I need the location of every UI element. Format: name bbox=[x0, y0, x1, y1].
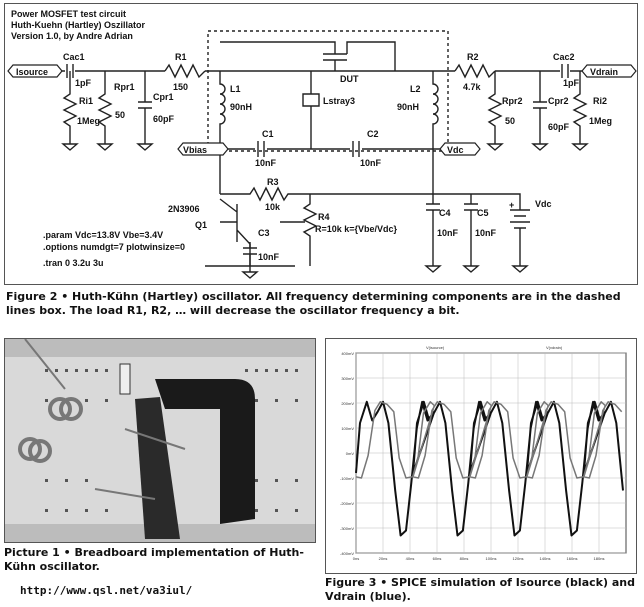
l1-label: L1 bbox=[230, 84, 241, 94]
cpr2-label: Cpr2 bbox=[548, 96, 569, 106]
r4-value: R=10k k={Vbe/Vdc} bbox=[315, 224, 398, 234]
series-line-vdrain bbox=[355, 401, 623, 479]
rpr1-label: Rpr1 bbox=[114, 82, 135, 92]
y-tick-label: 0mV bbox=[346, 451, 355, 456]
c5-value: 10nF bbox=[475, 228, 497, 238]
x-tick-label: 0ns bbox=[353, 556, 359, 561]
l1-value: 90nH bbox=[230, 102, 252, 112]
x-tick-label: 80ns bbox=[460, 556, 469, 561]
c2-value: 10nF bbox=[360, 158, 382, 168]
y-tick-label: 300mV bbox=[341, 376, 354, 381]
heatsink bbox=[155, 379, 255, 524]
legend-entry: V(vdrain) bbox=[546, 345, 563, 350]
ri2-label: Ri2 bbox=[593, 96, 607, 106]
cac2-label: Cac2 bbox=[553, 52, 575, 62]
vdc-plus: + bbox=[509, 200, 514, 210]
c3-label: C3 bbox=[258, 228, 270, 238]
x-tick-label: 20ns bbox=[379, 556, 388, 561]
x-tick-label: 60ns bbox=[433, 556, 442, 561]
vbias-label: Vbias bbox=[183, 145, 207, 155]
r1-label: R1 bbox=[175, 52, 187, 62]
r2-label: R2 bbox=[467, 52, 479, 62]
y-tick-label: 100mV bbox=[341, 426, 354, 431]
rpr1-value: 50 bbox=[115, 110, 125, 120]
vdrain-label: Vdrain bbox=[590, 67, 618, 77]
c2-label: C2 bbox=[367, 129, 379, 139]
header-line-3: Version 1.0, by Andre Adrian bbox=[11, 31, 133, 41]
legend-entry: V(isource) bbox=[426, 345, 445, 350]
l2-value: 90nH bbox=[397, 102, 419, 112]
c4-value: 10nF bbox=[437, 228, 459, 238]
series-line-isource bbox=[355, 400, 624, 537]
y-tick-label: 200mV bbox=[341, 401, 354, 406]
c1-value: 10nF bbox=[255, 158, 277, 168]
r4-label: R4 bbox=[318, 212, 330, 222]
ri1-value: 1Meg bbox=[77, 116, 100, 126]
cac2-value: 1pF bbox=[563, 78, 580, 88]
r3-value: 10k bbox=[265, 202, 281, 212]
cpr1-value: 60pF bbox=[153, 114, 175, 124]
rpr2-value: 50 bbox=[505, 116, 515, 126]
r1-value: 150 bbox=[173, 82, 188, 92]
schematic-svg: Power MOSFET test circuit Huth-Kuehn (Ha… bbox=[7, 9, 637, 279]
schematic-figure: Power MOSFET test circuit Huth-Kuehn (Ha… bbox=[4, 3, 638, 285]
y-tick-label: -200mV bbox=[340, 501, 354, 506]
q1-label: Q1 bbox=[195, 220, 207, 230]
x-tick-label: 140ns bbox=[540, 556, 551, 561]
y-tick-label: -300mV bbox=[340, 526, 354, 531]
c3-value: 10nF bbox=[258, 252, 280, 262]
header-line-2: Huth-Kuehn (Hartley) Oszillator bbox=[11, 20, 146, 30]
picture-1-caption: Picture 1 • Breadboard implementation of… bbox=[4, 546, 304, 573]
y-tick-label: -100mV bbox=[340, 476, 354, 481]
figure-3-caption: Figure 3 • SPICE simulation of Isource (… bbox=[325, 576, 635, 603]
figure-2-caption: Figure 2 • Huth-Kühn (Hartley) oscillato… bbox=[6, 290, 621, 317]
rpr2-label: Rpr2 bbox=[502, 96, 523, 106]
directive-param: .param Vdc=13.8V Vbe=3.4V bbox=[43, 230, 163, 240]
r2-value: 4.7k bbox=[463, 82, 482, 92]
x-tick-label: 100ns bbox=[486, 556, 497, 561]
q1-type: 2N3906 bbox=[168, 204, 200, 214]
x-tick-label: 40ns bbox=[406, 556, 415, 561]
isource-port bbox=[7, 64, 63, 78]
y-tick-label: 400mV bbox=[341, 351, 354, 356]
vdc-port-label: Vdc bbox=[447, 145, 464, 155]
l2-label: L2 bbox=[410, 84, 421, 94]
breadboard-photo-svg bbox=[5, 338, 315, 542]
x-tick-label: 120ns bbox=[513, 556, 524, 561]
directive-tran: .tran 0 3.2u 3u bbox=[43, 258, 104, 268]
isource-label: Isource bbox=[16, 67, 48, 77]
r3-label: R3 bbox=[267, 177, 279, 187]
lstray-label: Lstray3 bbox=[323, 96, 355, 106]
header-line-1: Power MOSFET test circuit bbox=[11, 9, 126, 19]
ri2-value: 1Meg bbox=[589, 116, 612, 126]
source-url[interactable]: http://www.qsl.net/va3iul/ bbox=[20, 584, 193, 597]
x-tick-label: 160ns bbox=[567, 556, 578, 561]
cpr2-value: 60pF bbox=[548, 122, 570, 132]
ri1-label: Ri1 bbox=[79, 96, 93, 106]
vdc-port bbox=[439, 142, 481, 156]
c1-label: C1 bbox=[262, 129, 274, 139]
dut-label: DUT bbox=[340, 74, 359, 84]
y-tick-label: -400mV bbox=[340, 551, 354, 556]
breadboard-photo bbox=[4, 338, 316, 543]
vdrain-port bbox=[581, 64, 637, 78]
directive-options: .options numdgt=7 plotwinsize=0 bbox=[43, 242, 185, 252]
c5-label: C5 bbox=[477, 208, 489, 218]
simulation-chart: 400mV 300mV 200mV 100mV 0mV -100mV -200mV -300m… bbox=[340, 345, 627, 561]
cac1-label: Cac1 bbox=[63, 52, 85, 62]
vdc-source-label: Vdc bbox=[535, 199, 552, 209]
cpr1-label: Cpr1 bbox=[153, 92, 174, 102]
x-tick-label: 180ns bbox=[594, 556, 605, 561]
c4-label: C4 bbox=[439, 208, 451, 218]
frequency-box bbox=[207, 30, 449, 152]
vbias-port bbox=[177, 142, 229, 156]
cac1-value: 1pF bbox=[75, 78, 92, 88]
spice-simulation-figure: 400mV 300mV 200mV 100mV 0mV -100mV -200mV -300m… bbox=[325, 338, 637, 574]
